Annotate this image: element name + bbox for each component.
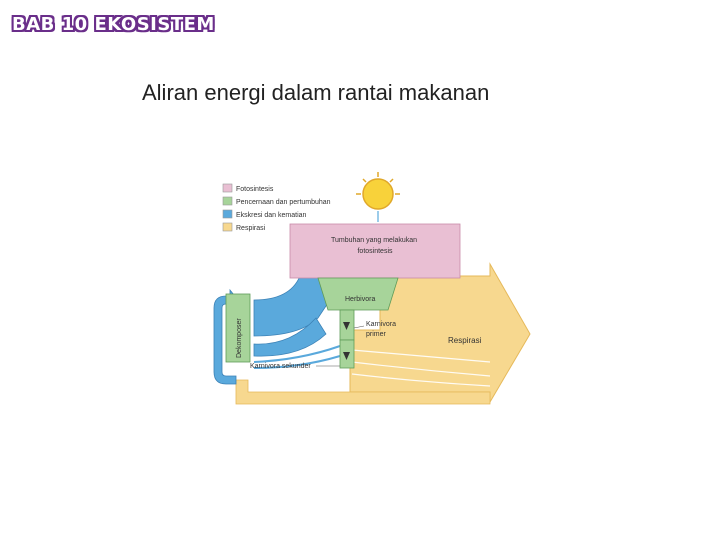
legend-label-excretion: Ekskresi dan kematian bbox=[236, 212, 307, 219]
respiration-label: Respirasi bbox=[448, 336, 482, 345]
excretion-flow-main bbox=[253, 275, 331, 337]
bottom-flow-band bbox=[235, 379, 491, 405]
legend-label-digestion: Pencernaan dan pertumbuhan bbox=[236, 199, 331, 206]
respiration-flow-lines bbox=[351, 349, 491, 387]
primary-carnivore-label-line1: Karnivora bbox=[366, 321, 396, 328]
legend-label-photosynthesis: Fotosintesis bbox=[236, 186, 274, 193]
herbivore-node bbox=[317, 277, 399, 311]
sun-icon bbox=[356, 172, 400, 222]
excretion-flow-herbivore bbox=[253, 317, 327, 357]
legend-swatch-photosynthesis bbox=[222, 183, 233, 193]
decomposer-loop bbox=[213, 295, 237, 385]
legend-swatch-digestion bbox=[222, 196, 233, 206]
secondary-carnivore-label: Karnivora sekunder bbox=[250, 363, 311, 370]
flow-arrow-icon bbox=[343, 352, 350, 360]
flow-arrow-icon bbox=[343, 322, 350, 330]
decomposer-node bbox=[225, 293, 251, 363]
herbivore-label: Herbivora bbox=[345, 296, 375, 303]
legend-swatch-respiration bbox=[222, 222, 233, 232]
chapter-title: BAB 10 EKOSISTEM bbox=[12, 14, 215, 35]
excretion-flow-lines bbox=[253, 345, 341, 369]
slide-heading: Aliran energi dalam rantai makanan bbox=[142, 80, 490, 105]
legend: Fotosintesis Pencernaan dan pertumbuhan … bbox=[222, 183, 331, 232]
decomposer-label: Dekomposer bbox=[236, 318, 243, 358]
primary-carnivore-label-line2: primer bbox=[366, 331, 387, 338]
plants-label-line1: Tumbuhan yang melakukan bbox=[331, 237, 417, 244]
plants-label-line2: fotosintesis bbox=[357, 248, 393, 255]
plants-node bbox=[289, 223, 461, 279]
plants-label: Tumbuhan yang melakukan fotosintesis bbox=[331, 237, 419, 255]
legend-swatch-excretion bbox=[222, 209, 233, 219]
legend-label-respiration: Respirasi bbox=[236, 225, 266, 232]
primary-carnivore-label: Karnivora primer bbox=[366, 321, 398, 338]
